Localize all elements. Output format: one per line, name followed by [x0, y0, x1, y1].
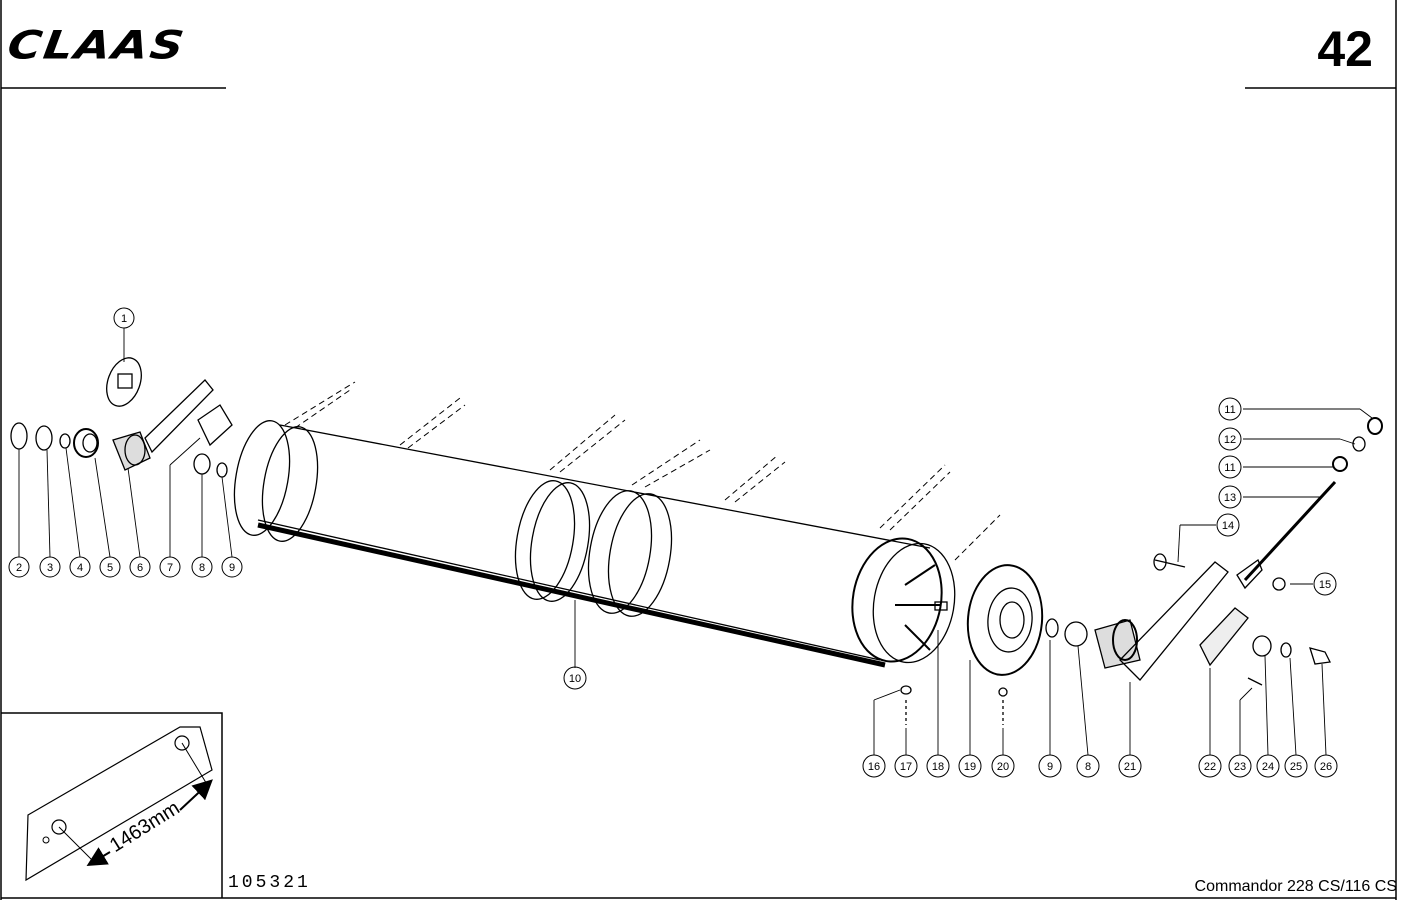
- svg-text:11: 11: [1224, 462, 1235, 474]
- model-label: Commandor 228 CS/116 CS: [1194, 878, 1397, 895]
- page-number: 42: [1317, 21, 1373, 77]
- callout-3: 3: [39, 556, 61, 578]
- callout-20: 20: [991, 754, 1015, 778]
- callout-13: 13: [1218, 485, 1242, 509]
- callout-12: 12: [1218, 427, 1242, 451]
- callout-6: 6: [129, 556, 151, 578]
- callout-9b: 9: [1038, 754, 1062, 778]
- svg-text:24: 24: [1262, 761, 1274, 773]
- callout-labels: 1 2 3 4 5 6 7 8 9 10 11 12 11 13 14 15 1…: [8, 307, 1338, 778]
- svg-text:18: 18: [932, 761, 944, 773]
- svg-text:6: 6: [137, 562, 143, 574]
- svg-text:9: 9: [1047, 761, 1053, 773]
- svg-text:8: 8: [1085, 761, 1091, 773]
- callout-5: 5: [99, 556, 121, 578]
- end-disc: [966, 564, 1044, 676]
- right-end-hardware: [900, 417, 1383, 725]
- callout-24: 24: [1256, 754, 1280, 778]
- dimension-label: 1463mm: [106, 797, 184, 857]
- callout-8b: 8: [1076, 754, 1100, 778]
- svg-text:15: 15: [1319, 579, 1331, 591]
- svg-text:4: 4: [77, 562, 83, 574]
- brand-logo: CLAAS: [4, 22, 189, 68]
- callout-23: 23: [1228, 754, 1252, 778]
- callout-9: 9: [221, 556, 243, 578]
- svg-text:12: 12: [1224, 434, 1236, 446]
- callout-15: 15: [1313, 572, 1337, 596]
- svg-text:17: 17: [900, 761, 912, 773]
- svg-text:26: 26: [1320, 761, 1332, 773]
- svg-text:22: 22: [1204, 761, 1216, 773]
- svg-text:9: 9: [229, 562, 235, 574]
- svg-text:21: 21: [1124, 761, 1136, 773]
- svg-text:14: 14: [1222, 520, 1234, 532]
- svg-text:20: 20: [997, 761, 1009, 773]
- svg-text:3: 3: [47, 562, 53, 574]
- svg-text:19: 19: [964, 761, 976, 773]
- dimension-arrow-left: [86, 847, 111, 867]
- callout-19: 19: [958, 754, 982, 778]
- callout-11b: 11: [1218, 455, 1242, 479]
- callout-10: 10: [563, 666, 587, 690]
- svg-text:11: 11: [1224, 404, 1235, 416]
- callout-21: 21: [1118, 754, 1142, 778]
- svg-text:10: 10: [569, 673, 581, 685]
- left-bearing-hardware: [10, 357, 233, 478]
- svg-text:8: 8: [199, 562, 205, 574]
- callout-8: 8: [191, 556, 213, 578]
- svg-text:13: 13: [1224, 492, 1236, 504]
- svg-text:16: 16: [868, 761, 880, 773]
- svg-text:23: 23: [1234, 761, 1246, 773]
- callout-1: 1: [113, 307, 135, 329]
- callout-11a: 11: [1218, 397, 1242, 421]
- callout-25: 25: [1284, 754, 1308, 778]
- callout-18: 18: [926, 754, 950, 778]
- svg-text:2: 2: [16, 562, 22, 574]
- callout-26: 26: [1314, 754, 1338, 778]
- callout-7: 7: [159, 556, 181, 578]
- drawing-number: 105321: [228, 873, 311, 893]
- callout-16: 16: [862, 754, 886, 778]
- inset-detail: 1463mm: [1, 712, 223, 898]
- leader-lines: [18, 328, 1373, 756]
- callout-22: 22: [1198, 754, 1222, 778]
- callout-14: 14: [1216, 513, 1240, 537]
- svg-text:7: 7: [167, 562, 173, 574]
- callout-17: 17: [894, 754, 918, 778]
- drum-assembly: [233, 381, 1001, 668]
- svg-text:1: 1: [121, 313, 127, 325]
- callout-4: 4: [69, 556, 91, 578]
- flange-plate: [106, 357, 142, 407]
- dimension-arrow-right: [179, 779, 213, 811]
- callout-2: 2: [8, 556, 30, 578]
- svg-text:5: 5: [107, 562, 113, 574]
- svg-text:25: 25: [1290, 761, 1302, 773]
- support-arm-outline: [25, 726, 213, 882]
